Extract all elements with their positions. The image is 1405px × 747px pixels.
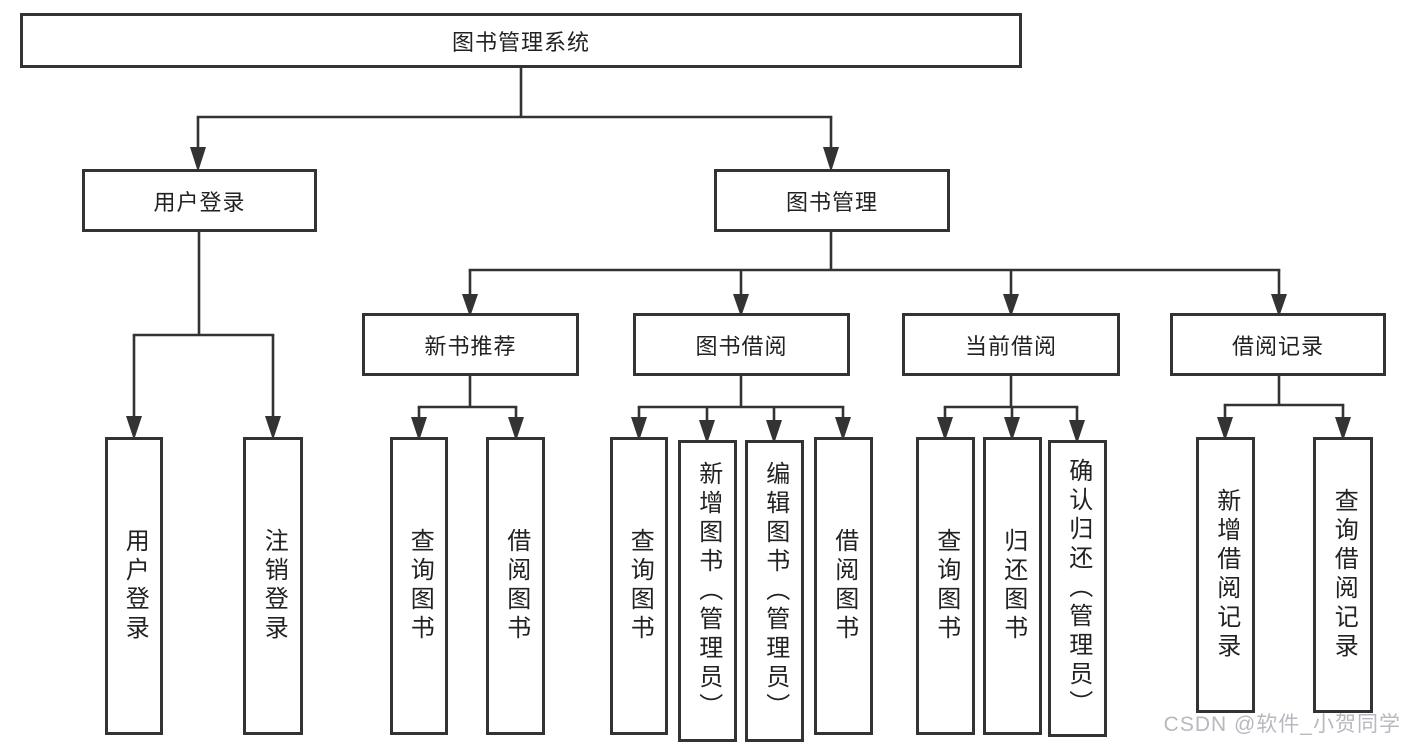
leaf-user-login: 用户登录	[105, 437, 163, 735]
leaf-borrow-books-1: 借阅图书	[486, 437, 545, 735]
node-borrow-records-label: 借阅记录	[1231, 333, 1324, 359]
leaf-confirm-return-admin-label: 确认归还（管理员）	[1064, 458, 1092, 719]
leaf-query-books-2: 查询图书	[610, 437, 668, 735]
node-user-login-label: 用户登录	[153, 189, 246, 215]
leaf-add-borrow-record: 新增借阅记录	[1196, 437, 1255, 713]
node-current-borrow-label: 当前借阅	[964, 333, 1057, 359]
leaf-query-books-3: 查询图书	[916, 437, 975, 735]
csdn-watermark: CSDN @软件_小贺同学	[1163, 713, 1401, 736]
leaf-user-login-label: 用户登录	[121, 528, 149, 644]
leaf-edit-books-admin-label: 编辑图书（管理员）	[761, 460, 789, 722]
node-book-borrow-label: 图书借阅	[695, 333, 788, 359]
leaf-query-books-1-label: 查询图书	[406, 528, 434, 644]
leaf-confirm-return-admin: 确认归还（管理员）	[1048, 440, 1107, 737]
node-new-book-recommend: 新书推荐	[362, 313, 579, 376]
node-book-management: 图书管理	[714, 169, 950, 232]
leaf-return-books-label: 归还图书	[999, 528, 1027, 644]
leaf-add-books-admin-label: 新增图书（管理员）	[694, 460, 722, 722]
node-root-system: 图书管理系统	[20, 13, 1022, 68]
node-user-login: 用户登录	[82, 169, 317, 232]
leaf-query-books-1: 查询图书	[390, 437, 448, 735]
leaf-borrow-books-2: 借阅图书	[814, 437, 873, 735]
leaf-edit-books-admin: 编辑图书（管理员）	[745, 440, 804, 742]
leaf-query-borrow-record-label: 查询借阅记录	[1330, 488, 1358, 662]
node-root-label: 图书管理系统	[451, 29, 590, 55]
leaf-logout-label: 注销登录	[260, 528, 288, 644]
arrowheads	[126, 147, 1351, 444]
leaf-query-borrow-record: 查询借阅记录	[1313, 437, 1373, 713]
node-current-borrow: 当前借阅	[902, 313, 1120, 376]
node-new-book-recommend-label: 新书推荐	[424, 333, 517, 359]
leaf-borrow-books-1-label: 借阅图书	[502, 528, 530, 644]
leaf-borrow-books-2-label: 借阅图书	[830, 528, 858, 644]
leaf-add-borrow-record-label: 新增借阅记录	[1212, 488, 1240, 662]
leaf-add-books-admin: 新增图书（管理员）	[678, 440, 737, 742]
leaf-query-books-3-label: 查询图书	[932, 528, 960, 644]
leaf-return-books: 归还图书	[983, 437, 1042, 735]
node-borrow-records: 借阅记录	[1170, 313, 1386, 376]
node-book-management-label: 图书管理	[785, 189, 878, 215]
leaf-logout: 注销登录	[243, 437, 303, 735]
leaf-query-books-2-label: 查询图书	[626, 528, 654, 644]
node-book-borrow: 图书借阅	[633, 313, 850, 376]
